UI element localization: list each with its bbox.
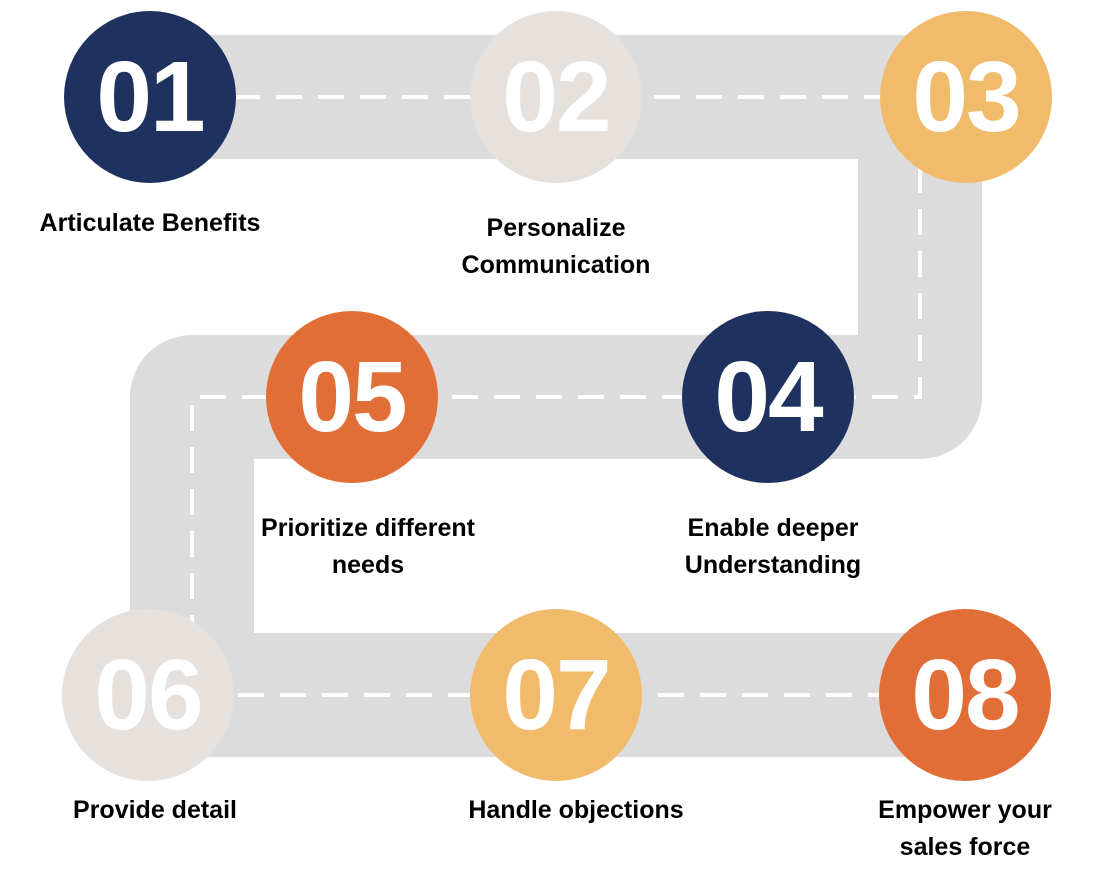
step-08-number: 08 (911, 639, 1020, 751)
step-07-label-line: Handle objections (468, 796, 684, 824)
step-01-label: Articulate Benefits (40, 205, 261, 242)
step-05-label-line: Prioritize different (261, 514, 475, 542)
step-04-label-line: Enable deeper (687, 514, 859, 542)
step-04-label: Enable deeper Understanding (685, 510, 861, 584)
road-center-dashes (150, 95, 965, 697)
step-05-circle: 05 (266, 311, 438, 483)
step-05-label-line: needs (331, 551, 405, 579)
step-04-circle: 04 (682, 311, 854, 483)
step-06-label: Provide detail (73, 792, 237, 829)
step-07-circle: 07 (470, 609, 642, 781)
step-03-number: 03 (912, 41, 1021, 153)
step-06-number: 06 (94, 639, 203, 751)
step-02-number: 02 (502, 41, 611, 153)
step-05-number: 05 (298, 341, 407, 453)
step-02-label-line: Communication (461, 251, 651, 279)
step-04-label-line: Understanding (684, 551, 862, 579)
step-01-number: 01 (96, 41, 205, 153)
step-08-label-line: Empower your (878, 796, 1052, 824)
step-02-label: Personalize Communication (462, 210, 651, 284)
step-06-label-line: Provide detail (73, 796, 237, 824)
step-05-label: Prioritize different needs (261, 510, 475, 584)
step-07-label: Handle objections (468, 792, 683, 829)
step-04-number: 04 (714, 341, 823, 453)
step-01-label-line: Articulate Benefits (39, 209, 261, 237)
step-02-label-line: Personalize (486, 214, 626, 242)
step-01-circle: 01 (64, 11, 236, 183)
step-02-circle: 02 (470, 11, 642, 183)
step-07-number: 07 (502, 639, 611, 751)
step-08-label-line: sales force (899, 833, 1031, 861)
step-08-circle: 08 (879, 609, 1051, 781)
step-03-circle: 03 (880, 11, 1052, 183)
step-06-circle: 06 (62, 609, 234, 781)
step-08-label: Empower your sales force (878, 792, 1052, 866)
